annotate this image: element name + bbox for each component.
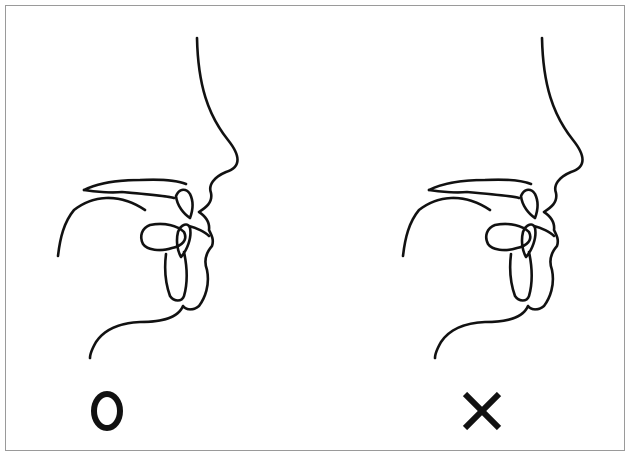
correct-mark-icon xyxy=(94,394,120,428)
correct-posture-figure xyxy=(58,38,238,358)
incorrect-mark-icon xyxy=(465,394,499,428)
incorrect-posture-figure xyxy=(403,38,583,358)
